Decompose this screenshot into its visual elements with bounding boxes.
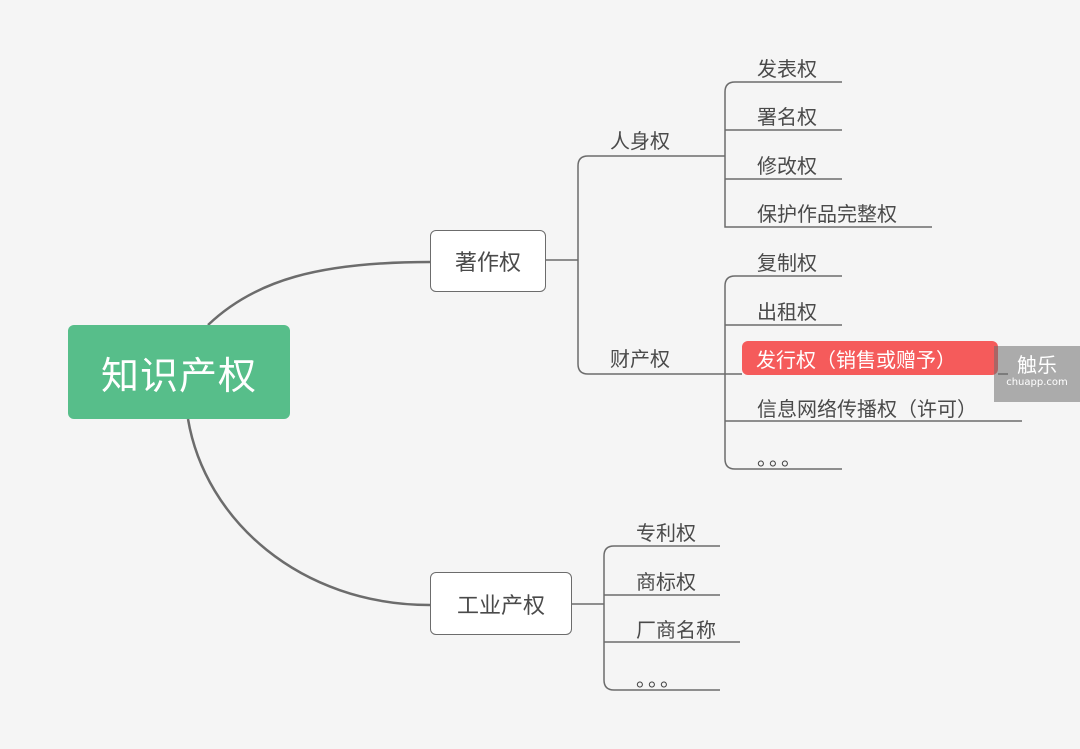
leaf-property-4[interactable]: 。。。: [757, 446, 803, 470]
branch-industrial[interactable]: 工业产权: [430, 572, 572, 635]
leaf-industrial-3[interactable]: 。。。: [636, 667, 682, 691]
root-node[interactable]: 知识产权: [68, 325, 290, 419]
watermark-main-text: 触乐: [1017, 353, 1057, 377]
node-personal-rights[interactable]: 人身权: [610, 129, 670, 153]
connector-personal-leaves: [724, 81, 932, 228]
connector-property-leaves: [724, 275, 1022, 470]
leaf-property-3[interactable]: 信息网络传播权（许可）: [757, 397, 977, 421]
leaf-property-1[interactable]: 出租权: [757, 300, 817, 324]
leaf-personal-0[interactable]: 发表权: [757, 57, 817, 81]
branch-copyright[interactable]: 著作权: [430, 230, 546, 292]
leaf-industrial-1[interactable]: 商标权: [636, 570, 696, 594]
leaf-personal-3[interactable]: 保护作品完整权: [757, 202, 897, 226]
leaf-industrial-2[interactable]: 厂商名称: [636, 618, 716, 642]
watermark-sub-text: chuapp.com: [1006, 377, 1068, 388]
watermark-logo: 触乐 chuapp.com: [994, 346, 1080, 402]
connector-copyright-children: [545, 155, 742, 375]
leaf-personal-2[interactable]: 修改权: [757, 154, 817, 178]
leaf-property-0[interactable]: 复制权: [757, 251, 817, 275]
leaf-industrial-0[interactable]: 专利权: [636, 521, 696, 545]
leaf-property-2-highlighted[interactable]: 发行权（销售或赠予）: [742, 341, 998, 375]
connector-root-copyright: [207, 260, 431, 326]
leaf-personal-1[interactable]: 署名权: [757, 105, 817, 129]
connector-root-industrial: [186, 418, 431, 607]
node-property-rights[interactable]: 财产权: [610, 347, 670, 371]
connector-industrial-leaves: [571, 545, 740, 691]
